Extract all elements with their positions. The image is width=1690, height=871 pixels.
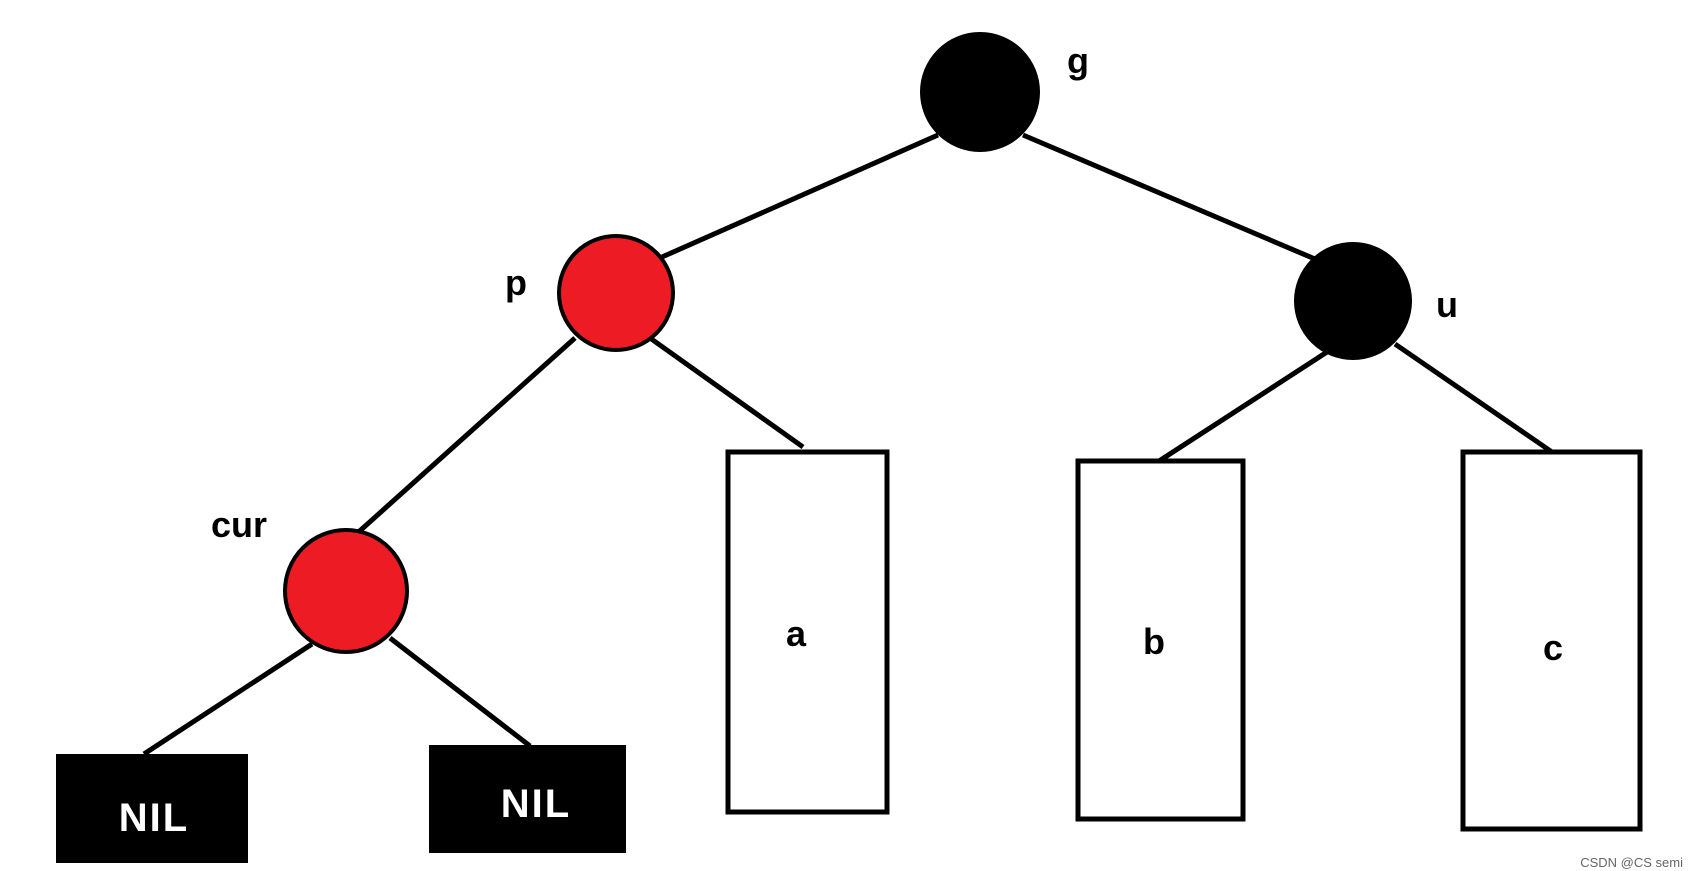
edge-u-b	[1154, 349, 1329, 466]
nil-leaf-left-label: NIL	[119, 796, 189, 840]
node-p: p	[505, 234, 675, 352]
edge-g-u	[1022, 132, 1323, 265]
nil-leaf-right: NIL	[429, 745, 626, 853]
edge-g-p	[660, 132, 940, 260]
node-cur-label: cur	[211, 504, 267, 545]
edge-cur-nil-left	[142, 641, 314, 757]
node-u-circle	[1294, 242, 1412, 360]
nil-leaf-right-label: NIL	[501, 782, 571, 826]
subtree-a-box	[725, 449, 890, 815]
edge-cur-nil-right	[388, 636, 532, 748]
node-g-label: g	[1067, 40, 1089, 81]
subtree-a-label: a	[786, 613, 807, 654]
node-u: u	[1294, 242, 1458, 360]
node-p-label: p	[505, 262, 527, 303]
subtree-b-label: b	[1143, 621, 1165, 662]
edge-p-a	[648, 335, 805, 450]
node-p-circle	[557, 234, 675, 352]
node-u-label: u	[1436, 284, 1458, 325]
nil-leaf-left-box	[56, 754, 248, 863]
nil-leaf-right-box	[429, 745, 626, 853]
watermark-text: CSDN @CS semi	[1580, 855, 1683, 870]
subtree-c: c	[1460, 449, 1643, 832]
subtree-b: b	[1075, 458, 1246, 822]
subtree-a: a	[725, 449, 890, 815]
edge-u-c	[1393, 341, 1554, 455]
node-cur-circle	[283, 528, 409, 654]
edge-p-cur	[351, 336, 577, 539]
subtree-b-box	[1075, 458, 1246, 822]
node-cur: cur	[211, 504, 409, 654]
node-g-circle	[920, 32, 1040, 152]
nil-leaf-left: NIL	[56, 754, 248, 863]
subtree-c-label: c	[1543, 627, 1563, 668]
subtree-c-box	[1460, 449, 1643, 832]
node-g: g	[920, 32, 1089, 152]
